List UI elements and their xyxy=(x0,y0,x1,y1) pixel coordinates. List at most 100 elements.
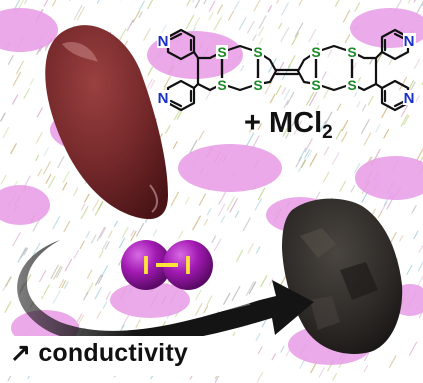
bond xyxy=(374,50,384,60)
hatch-stroke xyxy=(163,75,171,88)
hatch-stroke xyxy=(417,274,423,287)
hatch-stroke xyxy=(240,64,245,72)
hatch-stroke xyxy=(280,27,290,43)
hatch-stroke xyxy=(147,66,154,76)
hatch-stroke xyxy=(257,123,262,130)
hatch-stroke xyxy=(35,132,43,144)
nitrogen-atom: N xyxy=(404,90,415,107)
hatch-stroke xyxy=(76,313,83,323)
hatch-stroke xyxy=(53,265,62,280)
hatch-stroke xyxy=(308,91,318,107)
hatch-stroke xyxy=(213,16,222,31)
hatch-stroke xyxy=(306,90,315,106)
hatch-stroke xyxy=(102,301,108,309)
hatch-stroke xyxy=(218,191,227,205)
hatch-stroke xyxy=(186,0,191,6)
hatch-stroke xyxy=(62,171,70,184)
hatch-stroke xyxy=(50,264,59,279)
hatch-stroke xyxy=(98,250,104,258)
hatch-stroke xyxy=(36,107,43,118)
pink-blob xyxy=(355,156,423,200)
hatch-stroke xyxy=(253,0,261,12)
hatch-stroke xyxy=(260,275,268,288)
hatch-stroke xyxy=(12,94,19,105)
sulfur-atom: S xyxy=(217,77,226,93)
hatch-stroke xyxy=(256,371,264,383)
hatch-stroke xyxy=(301,159,307,168)
hatch-stroke xyxy=(208,11,214,21)
hatch-stroke xyxy=(339,180,347,192)
hatch-stroke xyxy=(198,130,205,141)
hatch-stroke xyxy=(189,139,198,154)
hatch-stroke xyxy=(7,54,14,65)
hatch-stroke xyxy=(267,5,272,13)
hatch-stroke xyxy=(409,341,418,356)
hatch-stroke xyxy=(238,17,247,30)
hatch-stroke xyxy=(354,163,361,174)
sulfur-atom: S xyxy=(253,44,262,60)
hatch-stroke xyxy=(52,290,61,305)
hatch-stroke xyxy=(121,226,129,238)
hatch-stroke xyxy=(341,131,348,143)
hatch-stroke xyxy=(276,0,280,4)
hatch-stroke xyxy=(281,86,287,96)
hatch-stroke xyxy=(352,62,357,71)
hatch-stroke xyxy=(143,28,151,41)
hatch-stroke xyxy=(29,77,35,86)
hatch-stroke xyxy=(213,238,222,252)
hatch-stroke xyxy=(354,2,361,12)
reaction-arrow-streak xyxy=(79,303,251,326)
hatch-stroke xyxy=(147,0,154,10)
hatch-stroke xyxy=(325,111,333,125)
hatch-stroke xyxy=(203,218,209,226)
hatch-stroke xyxy=(7,374,12,382)
label-mask xyxy=(216,78,228,92)
label-mask xyxy=(310,45,322,59)
hatch-stroke xyxy=(406,264,413,275)
hatch-stroke xyxy=(15,60,24,75)
hatch-stroke xyxy=(208,0,216,12)
hatch-stroke xyxy=(203,305,209,314)
hatch-stroke xyxy=(367,95,374,106)
hatch-stroke xyxy=(418,245,423,253)
nitrogen-atom: N xyxy=(158,90,169,107)
hatch-stroke xyxy=(20,247,27,259)
pyridine-double-bond xyxy=(169,32,183,41)
hatch-stroke xyxy=(278,22,283,30)
hatch-stroke xyxy=(280,345,285,353)
hatch-stroke xyxy=(24,0,28,5)
red-crystal-highlight xyxy=(62,42,98,62)
hatch-stroke xyxy=(335,128,343,140)
hatch-stroke xyxy=(285,348,291,357)
hatch-stroke xyxy=(350,184,356,193)
nitrogen-atom: N xyxy=(158,33,169,50)
sulfur-atom: S xyxy=(311,77,320,93)
hatch-stroke xyxy=(12,232,21,247)
hatch-stroke xyxy=(304,138,313,153)
hatch-stroke xyxy=(327,49,333,58)
hatch-stroke xyxy=(255,246,261,254)
reaction-arrow-streak xyxy=(36,249,63,311)
reagent-subscript: 2 xyxy=(322,122,333,143)
iodine-symbol-right: I xyxy=(184,250,191,280)
hatch-stroke xyxy=(0,112,6,122)
hatch-stroke xyxy=(245,132,255,147)
hatch-stroke xyxy=(211,235,217,243)
hatch-stroke xyxy=(104,241,110,250)
hatch-stroke xyxy=(107,230,113,238)
hatch-stroke xyxy=(282,125,290,137)
sulfur-atom: S xyxy=(347,44,356,60)
hatch-stroke xyxy=(2,126,10,139)
hatch-stroke xyxy=(96,311,102,319)
hatch-stroke xyxy=(132,10,140,23)
hatch-stroke xyxy=(341,119,349,132)
hatch-stroke xyxy=(285,127,292,139)
hatch-stroke xyxy=(252,34,257,42)
hatch-stroke xyxy=(418,309,423,319)
hatch-stroke xyxy=(228,10,235,21)
hatch-stroke xyxy=(399,76,407,91)
hatch-stroke xyxy=(10,143,17,155)
hatch-stroke xyxy=(126,19,134,32)
hatch-stroke xyxy=(23,247,29,256)
